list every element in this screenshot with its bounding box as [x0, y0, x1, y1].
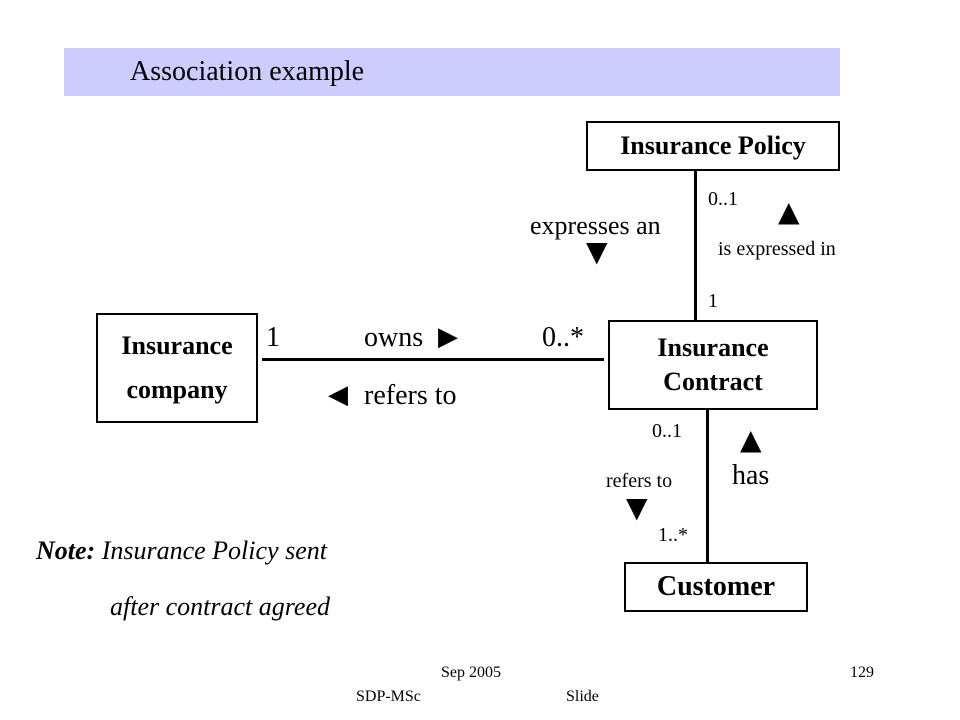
down-arrow-icon: ▼ [626, 491, 648, 524]
footer-course: SDP-MSc [356, 688, 421, 705]
note-text-1: Insurance Policy sent [101, 536, 327, 565]
footer-page-number: 129 [850, 664, 874, 681]
assoc-label-expresses-an: expresses an [530, 211, 661, 240]
class-insurance-policy: Insurance Policy [586, 121, 840, 171]
mult-company: 1 [266, 322, 280, 353]
up-arrow-icon: ▲ [778, 195, 800, 228]
assoc-label-has: has [732, 460, 770, 491]
up-arrow-icon: ▲ [740, 423, 762, 456]
assoc-label-owns: owns [364, 322, 424, 353]
contract-customer-line [706, 410, 709, 564]
class-insurance-contract-label-1: Insurance [657, 333, 769, 362]
class-insurance-company-label-1: Insurance [121, 331, 233, 360]
company-contract-line [262, 358, 604, 361]
class-customer-label: Customer [656, 571, 776, 602]
mult-policy: 0..1 [708, 188, 738, 210]
mult-customer: 1..* [658, 524, 688, 546]
class-insurance-company-label-2: company [126, 375, 228, 404]
down-arrow-icon: ▼ [586, 235, 608, 268]
right-arrow-icon: ▶ [438, 322, 458, 352]
class-insurance-policy-label: Insurance Policy [620, 131, 806, 160]
class-insurance-contract: Insurance Contract [608, 320, 818, 410]
assoc-label-is-expressed-in: is expressed in [718, 238, 836, 260]
slide-title: Association example [130, 56, 365, 87]
note-line-1: Note: Insurance Policy sent [36, 536, 327, 566]
mult-contract-company-side: 0..* [542, 322, 584, 353]
mult-contract-policy-side: 1 [708, 290, 718, 312]
class-insurance-company: Insurance company [96, 313, 258, 423]
policy-contract-line [694, 170, 697, 322]
assoc-label-refers-to-customer: refers to [606, 470, 673, 492]
left-arrow-icon: ◀ [328, 380, 348, 410]
assoc-label-refers-to-company: refers to [364, 380, 457, 411]
note-line-2: after contract agreed [110, 592, 330, 621]
class-customer: Customer [624, 562, 808, 612]
slide-title-bar [64, 48, 840, 96]
mult-contract-customer-side: 0..1 [652, 420, 682, 442]
footer-date: Sep 2005 [441, 664, 501, 681]
footer-slide-label: Slide [566, 688, 599, 705]
note-prefix: Note: [36, 536, 96, 565]
class-insurance-contract-label-2: Contract [663, 367, 763, 396]
